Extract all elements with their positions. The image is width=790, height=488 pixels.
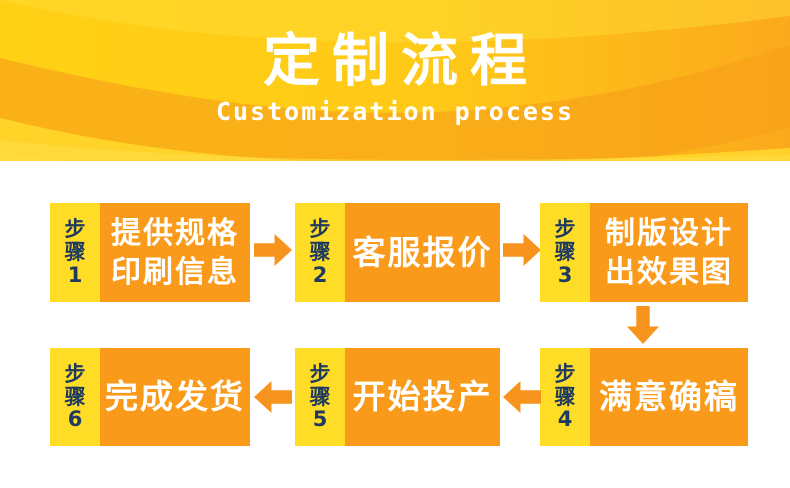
step-3-content: 制版设计 出效果图 xyxy=(590,203,748,302)
arrow-step3-to-step4-icon xyxy=(627,306,659,344)
step-3-line1: 制版设计 xyxy=(605,215,733,251)
step-5-content: 开始投产 xyxy=(345,348,500,446)
step-5-line1: 开始投产 xyxy=(352,377,493,417)
step-2-content: 客服报价 xyxy=(345,203,500,302)
step-2-label-text: 步骤2 xyxy=(309,217,331,287)
step-4-label-text: 步骤4 xyxy=(554,361,576,432)
step-6-label-text: 步骤6 xyxy=(64,361,86,432)
step-1-label: 步骤1 xyxy=(50,203,100,302)
step-3-box: 步骤3 制版设计 出效果图 xyxy=(540,203,748,302)
step-1-line2: 印刷信息 xyxy=(111,254,239,290)
step-5-box: 步骤5 开始投产 xyxy=(295,348,500,446)
step-5-label-text: 步骤5 xyxy=(309,361,331,432)
step-6-box: 步骤6 完成发货 xyxy=(50,348,250,446)
step-1-label-text: 步骤1 xyxy=(64,217,86,287)
step-2-label: 步骤2 xyxy=(295,203,345,302)
header-banner: 定制流程 Customization process xyxy=(0,0,790,161)
step-4-line1: 满意确稿 xyxy=(599,377,739,417)
arrow-step2-to-step3-icon xyxy=(503,234,541,266)
header-wave-background xyxy=(0,0,790,161)
step-3-line2: 出效果图 xyxy=(605,254,733,290)
step-2-box: 步骤2 客服报价 xyxy=(295,203,500,302)
step-4-content: 满意确稿 xyxy=(590,348,748,446)
arrow-step1-to-step2-icon xyxy=(254,234,292,266)
step-4-label: 步骤4 xyxy=(540,348,590,446)
step-2-line1: 客服报价 xyxy=(352,232,493,272)
arrow-step5-to-step6-icon xyxy=(254,381,292,413)
step-6-label: 步骤6 xyxy=(50,348,100,446)
step-4-box: 步骤4 满意确稿 xyxy=(540,348,748,446)
step-3-label: 步骤3 xyxy=(540,203,590,302)
page-subtitle: Customization process xyxy=(215,97,575,126)
step-6-line1: 完成发货 xyxy=(105,377,245,417)
step-6-content: 完成发货 xyxy=(100,348,250,446)
step-1-content: 提供规格 印刷信息 xyxy=(100,203,250,302)
step-5-label: 步骤5 xyxy=(295,348,345,446)
page-title: 定制流程 xyxy=(263,28,539,94)
arrow-step4-to-step5-icon xyxy=(503,381,541,413)
step-1-box: 步骤1 提供规格 印刷信息 xyxy=(50,203,250,302)
step-3-label-text: 步骤3 xyxy=(554,217,576,287)
step-1-line1: 提供规格 xyxy=(111,215,239,251)
